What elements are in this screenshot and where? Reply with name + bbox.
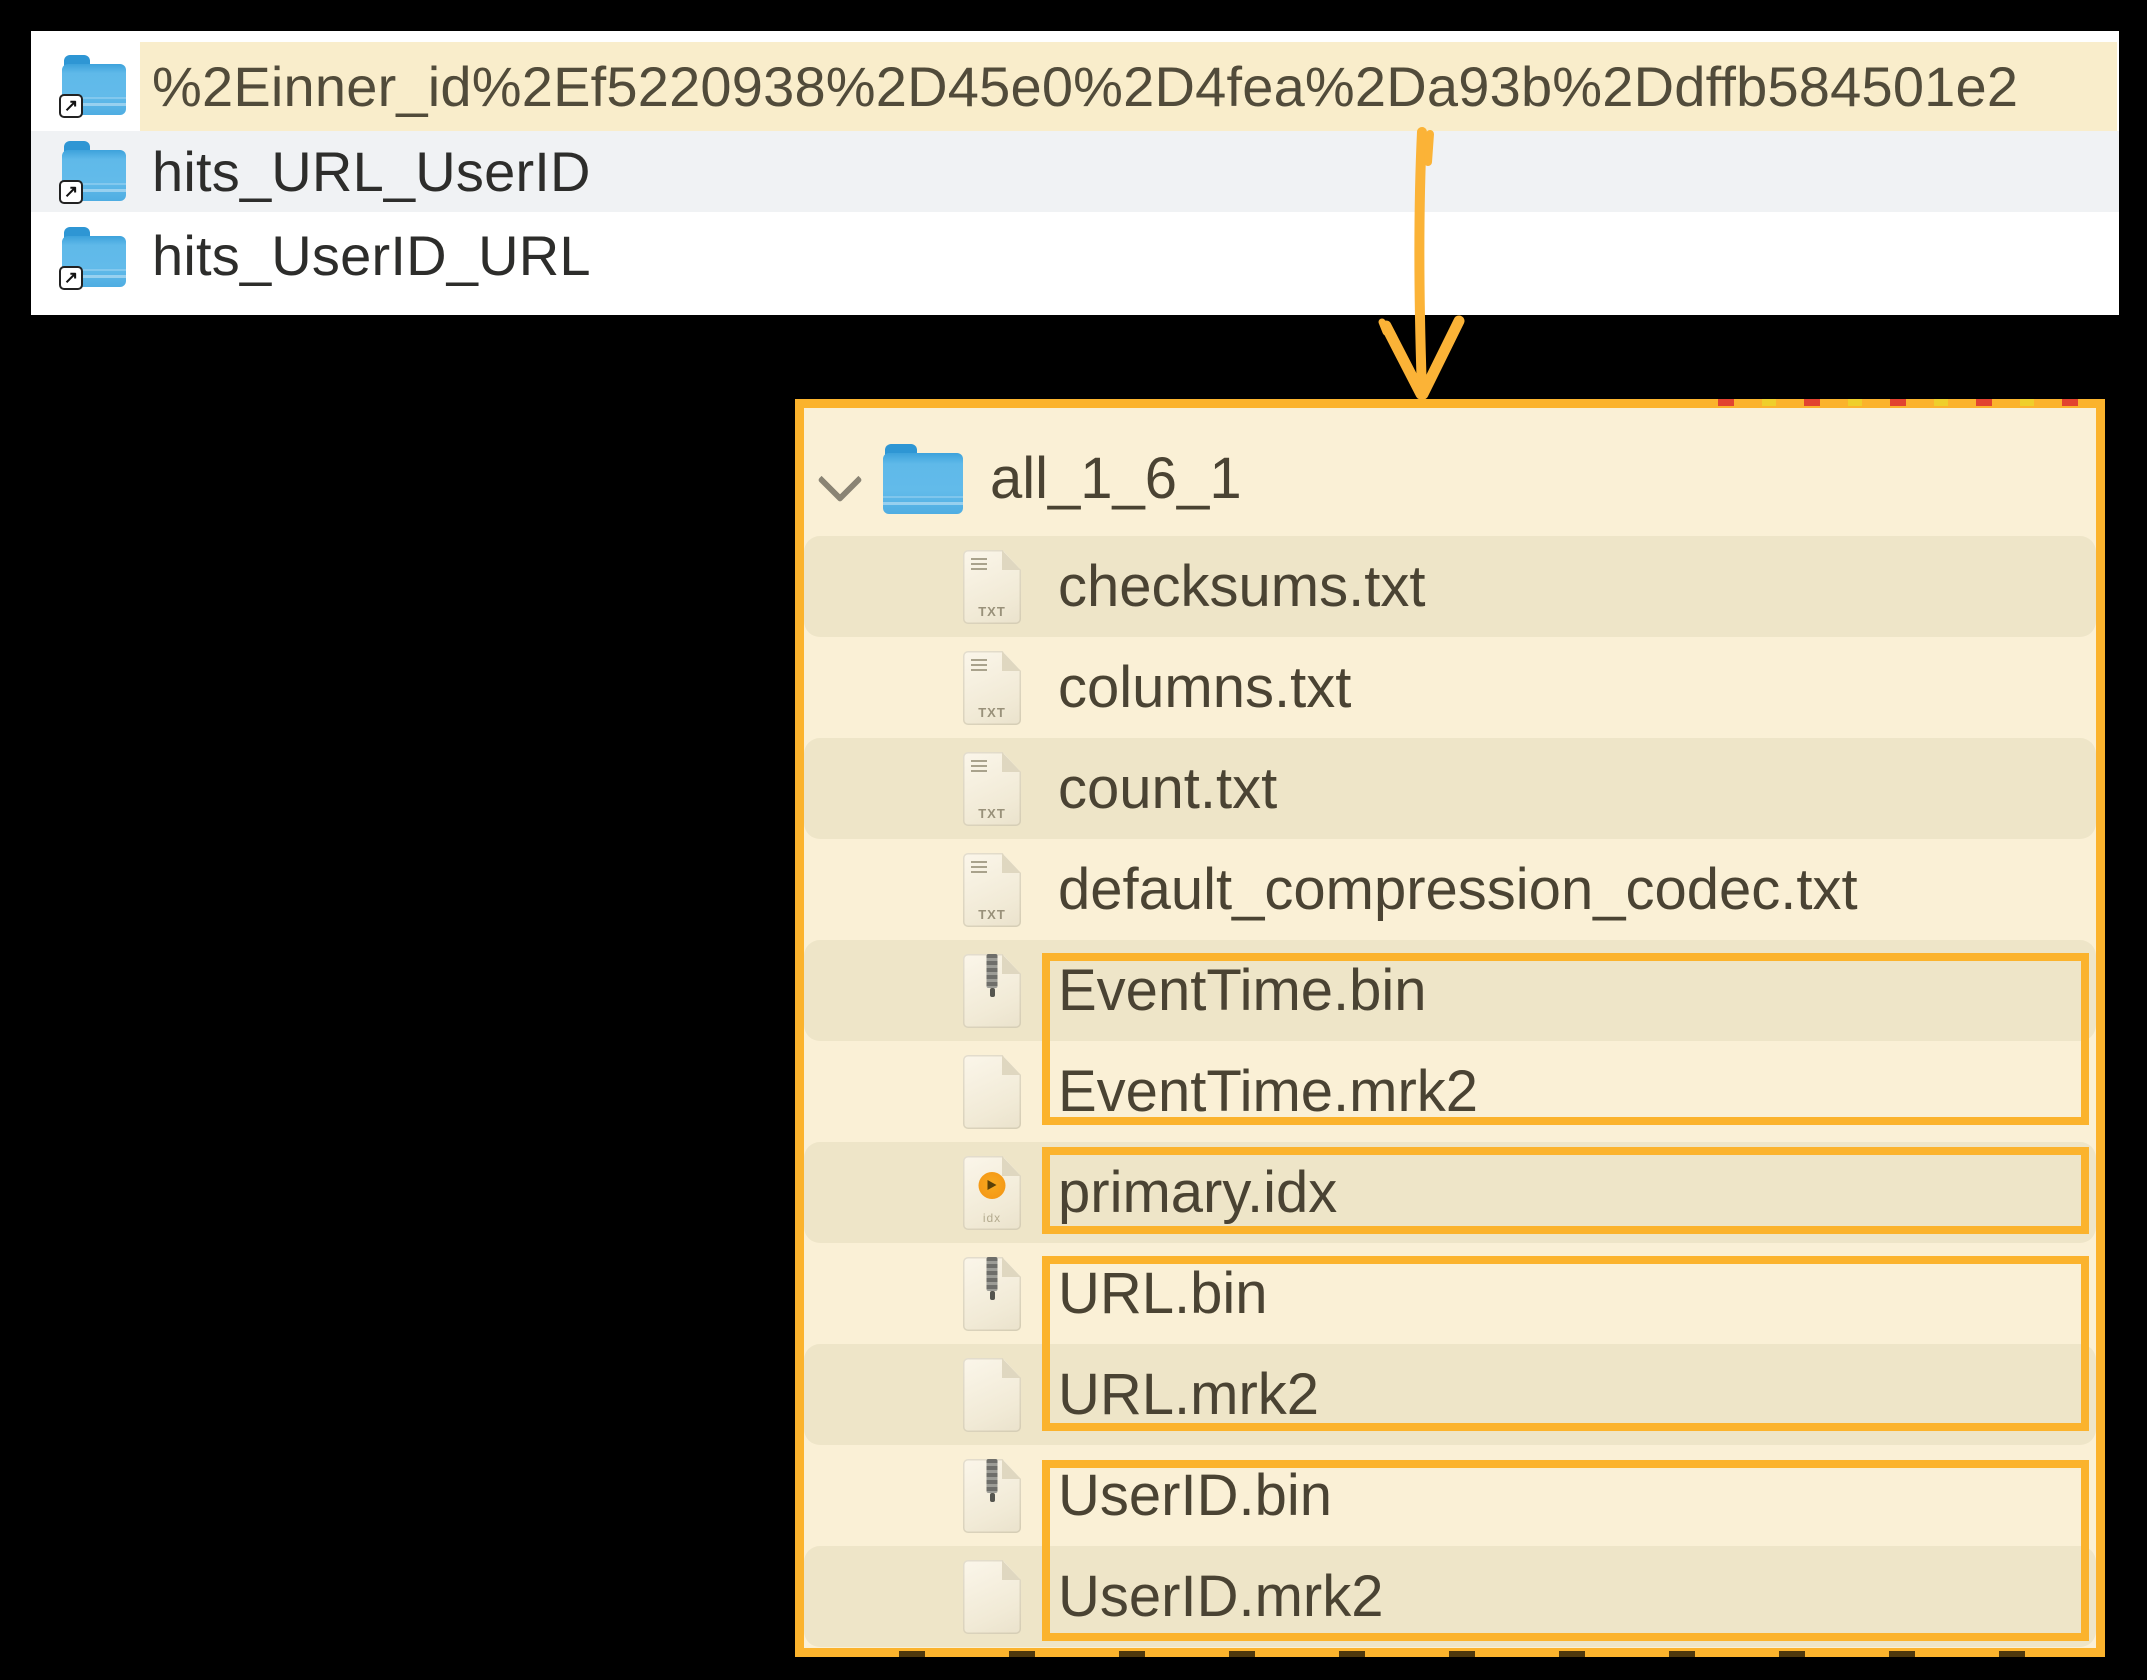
- tree-row[interactable]: TXT checksums.txt: [804, 536, 2096, 637]
- file-label[interactable]: primary.idx: [1058, 1160, 1338, 1225]
- cropped-black-dashed-line: [899, 1651, 2084, 1657]
- tree-row[interactable]: EventTime.bin: [804, 940, 2096, 1041]
- file-label[interactable]: columns.txt: [1058, 655, 1352, 720]
- blank-file-icon: [963, 1358, 1021, 1432]
- alt-row-background: [31, 131, 2119, 212]
- cropped-red-dashed-line: [1718, 399, 2098, 406]
- folder-tree-panel: all_1_6_1 TXT checksums.txt TXT columns.…: [795, 399, 2105, 1657]
- file-label[interactable]: EventTime.mrk2: [1058, 1059, 1479, 1124]
- idx-file-icon: idx: [963, 1156, 1021, 1230]
- txt-file-icon: TXT: [963, 651, 1021, 725]
- tree-row[interactable]: TXT count.txt: [804, 738, 2096, 839]
- bin-file-icon: [963, 1257, 1021, 1331]
- highlight-box-url: [1042, 1256, 2089, 1431]
- file-label[interactable]: URL.bin: [1058, 1261, 1268, 1326]
- highlight-box-primary-idx: [1042, 1147, 2089, 1234]
- file-label[interactable]: EventTime.bin: [1058, 958, 1427, 1023]
- tree-row[interactable]: EventTime.mrk2: [804, 1041, 2096, 1142]
- file-label[interactable]: default_compression_codec.txt: [1058, 857, 1858, 922]
- folder-alias-icon: ↗: [59, 227, 126, 290]
- txt-file-icon: TXT: [963, 853, 1021, 927]
- blank-file-icon: [963, 1560, 1021, 1634]
- list-item-inner-id[interactable]: %2Einner_id%2Ef5220938%2D45e0%2D4fea%2Da…: [152, 55, 2019, 118]
- folder-icon[interactable]: [883, 444, 963, 514]
- alias-arrow-badge: ↗: [59, 94, 83, 118]
- tree-row[interactable]: UserID.bin: [804, 1445, 2096, 1546]
- list-item-hits-url-userid[interactable]: hits_URL_UserID: [152, 140, 591, 203]
- arrow-annotation: [1372, 126, 1482, 404]
- tree-root-folder-label[interactable]: all_1_6_1: [990, 446, 1242, 511]
- tree-row[interactable]: TXT columns.txt: [804, 637, 2096, 738]
- down-arrow-icon: [1378, 127, 1465, 400]
- bin-file-icon: [963, 1459, 1021, 1533]
- file-label[interactable]: checksums.txt: [1058, 554, 1426, 619]
- txt-file-icon: TXT: [963, 752, 1021, 826]
- bin-file-icon: [963, 954, 1021, 1028]
- folder-alias-icon: ↗: [59, 141, 126, 204]
- txt-file-icon: TXT: [963, 550, 1021, 624]
- folder-alias-icon: ↗: [59, 55, 126, 118]
- finder-list-panel: ↗ %2Einner_id%2Ef5220938%2D45e0%2D4fea%2…: [31, 31, 2119, 315]
- selected-row-highlight: [140, 42, 2117, 131]
- file-label[interactable]: URL.mrk2: [1058, 1362, 1320, 1427]
- tree-row[interactable]: TXT default_compression_codec.txt: [804, 839, 2096, 940]
- file-label[interactable]: UserID.mrk2: [1058, 1564, 1384, 1629]
- list-item-hits-userid-url[interactable]: hits_UserID_URL: [152, 224, 591, 287]
- file-label[interactable]: UserID.bin: [1058, 1463, 1332, 1528]
- tree-row[interactable]: URL.bin: [804, 1243, 2096, 1344]
- alias-arrow-badge: ↗: [59, 180, 83, 204]
- tree-row[interactable]: UserID.mrk2: [804, 1546, 2096, 1647]
- chevron-down-icon[interactable]: [817, 457, 863, 503]
- blank-file-icon: [963, 1055, 1021, 1129]
- file-label[interactable]: count.txt: [1058, 756, 1278, 821]
- highlight-box-eventtime: [1042, 953, 2089, 1125]
- alias-arrow-badge: ↗: [59, 266, 83, 290]
- highlight-box-userid: [1042, 1460, 2089, 1641]
